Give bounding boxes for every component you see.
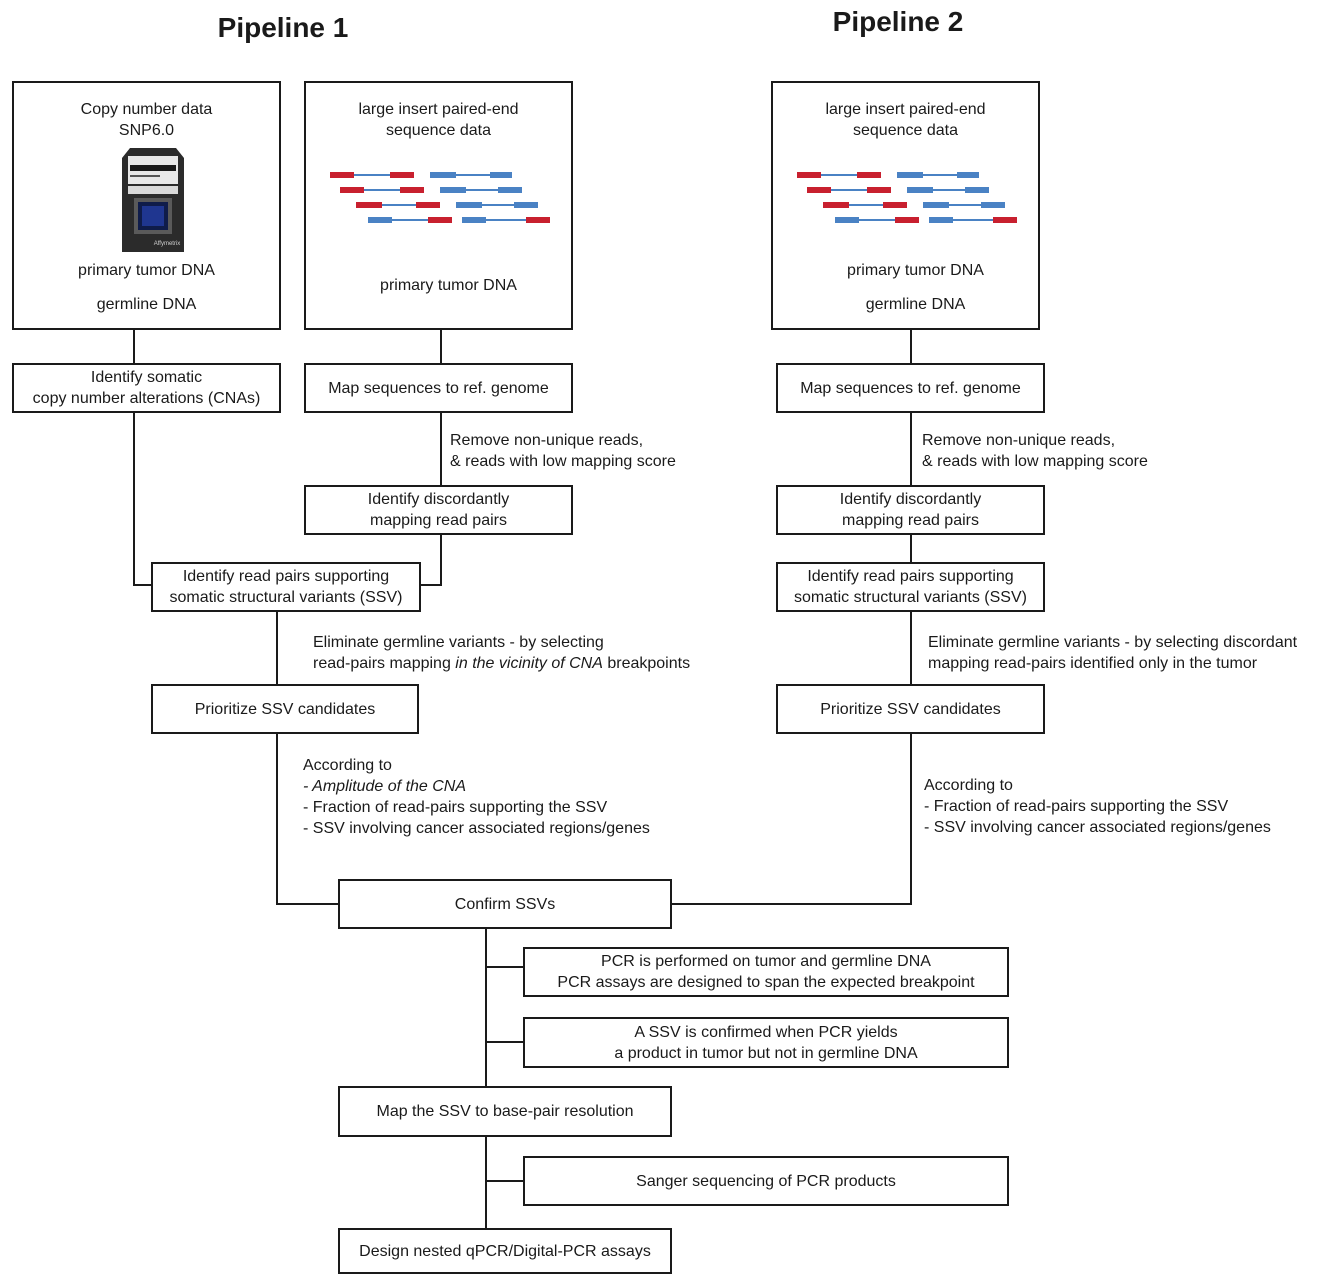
p1-according-line3: - Fraction of read-pairs supporting the … — [303, 799, 608, 816]
p1-sequence-data-box: large insert paired-end sequence data pr… — [304, 81, 573, 330]
p1-seq-line2: sequence data — [386, 122, 491, 139]
p2-eliminate-line1: Eliminate germline variants - by selecti… — [928, 634, 1298, 651]
connector-p2-prioritize-to-confirm — [672, 734, 912, 905]
confirmed-line2: a product in tumor but not in germline D… — [614, 1044, 918, 1062]
chip-brand-text: Affymetrix — [154, 241, 181, 247]
cn-box-line1: Copy number data — [80, 101, 213, 118]
p1-map-sequences-label: Map sequences to ref. genome — [328, 379, 549, 397]
identify-cna-box: Identify somatic copy number alterations… — [12, 363, 281, 413]
connector-cna-to-support — [133, 413, 151, 586]
p1-eliminate-note: Eliminate germline variants - by selecti… — [313, 632, 690, 674]
p1-prioritize-box: Prioritize SSV candidates — [151, 684, 419, 734]
p1-map-sequences-box: Map sequences to ref. genome — [304, 363, 573, 413]
p1-seq-line3: primary tumor DNA — [380, 277, 517, 294]
p1-remove-reads-note: Remove non-unique reads, & reads with lo… — [450, 430, 676, 472]
p2-seq-line4: germline DNA — [865, 296, 966, 313]
snp-chip-icon: Affymetrix — [122, 148, 184, 252]
p1-discordant-box: Identify discordantly mapping read pairs — [304, 485, 573, 535]
p1-seq-line1: large insert paired-end — [358, 101, 519, 118]
p2-prioritize-box: Prioritize SSV candidates — [776, 684, 1045, 734]
map-base-pair-box: Map the SSV to base-pair resolution — [338, 1086, 672, 1137]
p2-support-line1: Identify read pairs supporting — [807, 568, 1014, 585]
confirmed-line1: A SSV is confirmed when PCR yields — [634, 1023, 898, 1041]
connector-prioritize-to-confirm-left — [276, 734, 338, 905]
p1-discordant-line2: mapping read pairs — [370, 512, 507, 529]
p1-according-line1: According to — [303, 757, 392, 774]
p2-remove-line2: & reads with low mapping score — [922, 453, 1148, 470]
pipeline1-title: Pipeline 1 — [217, 12, 349, 43]
p1-eliminate-line2: read-pairs mapping in the vicinity of CN… — [313, 653, 690, 674]
p2-discordant-box: Identify discordantly mapping read pairs — [776, 485, 1045, 535]
confirm-ssvs-label: Confirm SSVs — [454, 895, 556, 913]
p2-paired-end-reads-icon — [797, 172, 1017, 223]
connector-discordant-to-support — [421, 535, 442, 586]
sanger-label: Sanger sequencing of PCR products — [636, 1172, 896, 1190]
p2-discordant-line1: Identify discordantly — [839, 491, 982, 508]
confirm-ssvs-box: Confirm SSVs — [338, 879, 672, 929]
map-base-pair-label: Map the SSV to base-pair resolution — [376, 1103, 634, 1120]
identify-cna-line1: Identify somatic — [90, 369, 203, 386]
ssv-confirmed-box: A SSV is confirmed when PCR yields a pro… — [523, 1017, 1009, 1068]
p2-map-sequences-label: Map sequences to ref. genome — [800, 379, 1021, 397]
identify-cna-line2: copy number alterations (CNAs) — [32, 390, 261, 407]
p1-support-line2: somatic structural variants (SSV) — [169, 589, 403, 606]
p2-support-line2: somatic structural variants (SSV) — [794, 589, 1027, 606]
p2-discordant-line2: mapping read pairs — [842, 512, 979, 529]
p2-map-sequences-box: Map sequences to ref. genome — [776, 363, 1045, 413]
copy-number-data-box: Copy number data SNP6.0 Affymetrix prima… — [12, 81, 281, 330]
p2-seq-line2: sequence data — [853, 122, 958, 139]
p2-eliminate-note: Eliminate germline variants - by selecti… — [928, 632, 1297, 674]
p1-according-note: According to - Amplitude of the CNA - Fr… — [303, 755, 650, 839]
p1-prioritize-label: Prioritize SSV candidates — [194, 700, 376, 718]
p1-eliminate-line1: Eliminate germline variants - by selecti… — [313, 634, 604, 651]
cn-box-line4: germline DNA — [96, 296, 197, 313]
pcr-performed-box: PCR is performed on tumor and germline D… — [523, 947, 1009, 997]
p2-eliminate-line2: mapping read-pairs identified only in th… — [928, 655, 1258, 672]
paired-end-reads-icon — [330, 172, 550, 223]
p1-according-line2: - Amplitude of the CNA — [303, 778, 467, 795]
p2-remove-line1: Remove non-unique reads, — [922, 432, 1116, 449]
p2-according-note: According to - Fraction of read-pairs su… — [924, 775, 1271, 838]
p1-discordant-line1: Identify discordantly — [367, 491, 510, 508]
p1-support-ssv-box: Identify read pairs supporting somatic s… — [151, 562, 421, 612]
p2-sequence-data-box: large insert paired-end sequence data pr… — [771, 81, 1040, 330]
sanger-sequencing-box: Sanger sequencing of PCR products — [523, 1156, 1009, 1206]
design-assays-box: Design nested qPCR/Digital-PCR assays — [338, 1228, 672, 1274]
cn-box-line2: SNP6.0 — [118, 122, 175, 139]
p2-according-line1: According to — [924, 777, 1013, 794]
p2-according-line2: - Fraction of read-pairs supporting the … — [924, 798, 1229, 815]
pcr-line1: PCR is performed on tumor and germline D… — [601, 953, 931, 970]
p2-remove-reads-note: Remove non-unique reads, & reads with lo… — [922, 430, 1148, 472]
design-assays-label: Design nested qPCR/Digital-PCR assays — [359, 1242, 651, 1260]
p1-eliminate-line2-c: breakpoints — [602, 655, 691, 672]
p1-according-line4: - SSV involving cancer associated region… — [303, 820, 650, 837]
p1-support-line1: Identify read pairs supporting — [182, 568, 390, 585]
p2-seq-line1: large insert paired-end — [825, 101, 986, 118]
p2-according-line3: - SSV involving cancer associated region… — [924, 819, 1271, 836]
p1-remove-line1: Remove non-unique reads, — [450, 432, 644, 449]
p1-eliminate-line2-a: read-pairs mapping — [313, 655, 456, 672]
p1-remove-line2: & reads with low mapping score — [450, 453, 676, 470]
pipeline2-title: Pipeline 2 — [832, 6, 964, 37]
p2-support-ssv-box: Identify read pairs supporting somatic s… — [776, 562, 1045, 612]
pcr-line2: PCR assays are designed to span the expe… — [557, 974, 975, 991]
p1-eliminate-line2-b: in the vicinity of CNA — [455, 655, 603, 672]
p2-prioritize-label: Prioritize SSV candidates — [820, 700, 1001, 718]
p2-seq-line3: primary tumor DNA — [847, 262, 984, 279]
cn-box-line3: primary tumor DNA — [78, 262, 215, 279]
